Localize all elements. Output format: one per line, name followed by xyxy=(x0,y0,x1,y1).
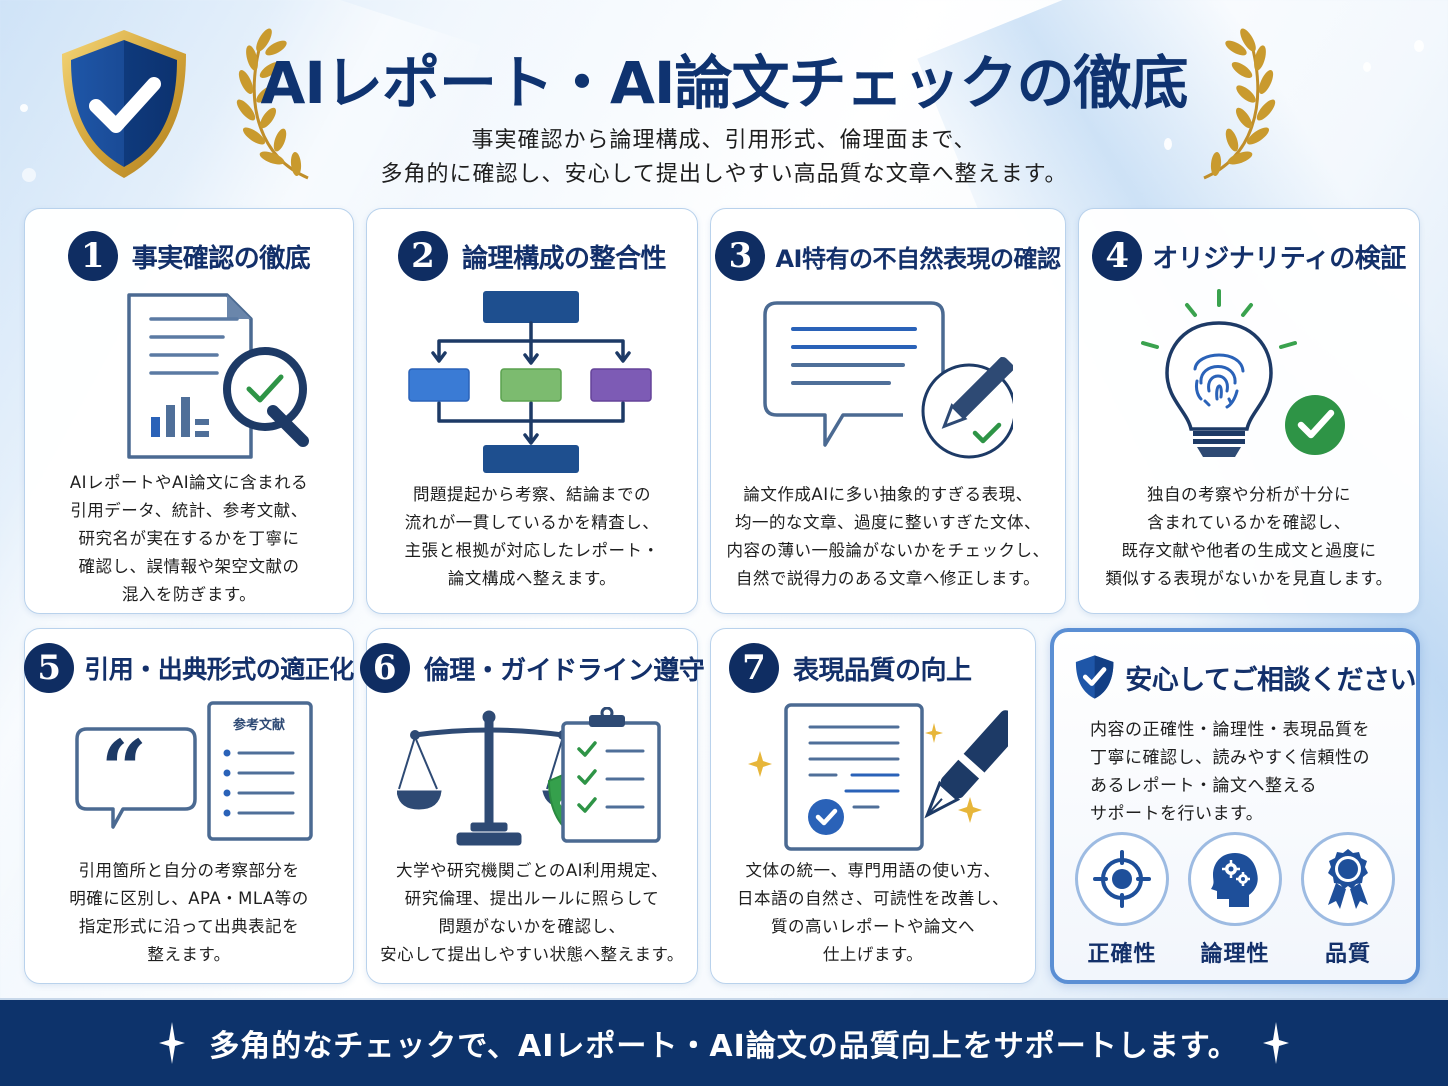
number-badge: 7 xyxy=(729,643,779,693)
card-illustration xyxy=(1079,287,1419,467)
card-title: 倫理・ガイドライン遵守 xyxy=(423,655,705,686)
card-header: 5 引用・出典形式の適正化 xyxy=(24,643,354,693)
card-illustration xyxy=(711,299,1065,459)
card-originality: 4 オリジナリティの検証 独自の考察や分析が十分に 含まれているか xyxy=(1078,208,1420,614)
card-title: 表現品質の向上 xyxy=(793,655,972,686)
background-sparkle-dot xyxy=(1363,62,1371,72)
scales-shield-clipboard-icon xyxy=(397,707,661,846)
number-badge: 2 xyxy=(397,231,448,281)
number-badge: 4 xyxy=(1092,231,1143,281)
feature-icon-circle xyxy=(1301,832,1395,926)
card-header: 1 事実確認の徹底 xyxy=(25,231,353,281)
flowchart-icon xyxy=(408,291,652,473)
card-title: 論理構成の整合性 xyxy=(461,243,667,274)
head-gears-icon xyxy=(1211,853,1258,907)
card-description: 独自の考察や分析が十分に 含まれているかを確認し、 既存文献や他者の生成文と過度… xyxy=(1105,485,1393,588)
number-badge: 3 xyxy=(715,231,766,281)
card-description: 問題提起から考察、結論までの 流れが一貫しているかを精査し、 主張と根拠が対応し… xyxy=(404,485,660,588)
speech-bubble-pencil-check-icon xyxy=(763,301,1013,459)
document-fountain-pen-icon xyxy=(748,703,1008,851)
quote-references-icon: “ 参考文献 xyxy=(75,701,313,841)
background-sparkle-dot xyxy=(1164,138,1172,150)
footer-banner: 多角的なチェックで、AIレポート・AI論文の品質向上をサポートします。 xyxy=(0,998,1448,1086)
feature-accuracy: 正確性 xyxy=(1068,832,1176,968)
card-illustration xyxy=(711,701,1035,853)
sparkle-icon xyxy=(1262,1022,1289,1064)
consult-panel: 安心してご相談ください 内容の正確性・論理性・表現品質を 丁寧に確認し、読みやす… xyxy=(1050,628,1420,984)
feature-icon-circle xyxy=(1188,832,1282,926)
number-badge: 6 xyxy=(359,643,410,693)
card-illustration xyxy=(367,289,697,475)
number-badge: 1 xyxy=(67,231,118,281)
card-description: 論文作成AIに多い抽象的すぎる表現、 均一的な文章、過度に整いすぎた文体、 内容… xyxy=(726,485,1050,588)
feature-icon-circle xyxy=(1075,832,1169,926)
number-badge: 5 xyxy=(24,643,75,693)
card-title: オリジナリティの検証 xyxy=(1152,243,1406,274)
card-ethics-guidelines: 6 倫理・ガイドライン遵守 xyxy=(359,628,705,984)
feature-logic: 論理性 xyxy=(1181,832,1289,968)
card-description: 大学や研究機関ごとのAI利用規定、 研究倫理、提出ルールに照らして 問題がないか… xyxy=(380,861,684,964)
header: AIレポート・AI論文チェックの徹底 事実確認から論理構成、引用形式、倫理面まで… xyxy=(0,0,1448,200)
subtitle-line: 事実確認から論理構成、引用形式、倫理面まで、 xyxy=(471,128,977,153)
award-ribbon-icon xyxy=(1328,849,1368,909)
background-sparkle-dot xyxy=(20,104,28,112)
consult-header: 安心してご相談ください xyxy=(1054,652,1416,702)
background-sparkle-dot xyxy=(1414,40,1424,52)
card-header: 6 倫理・ガイドライン遵守 xyxy=(359,643,705,693)
consult-description: 内容の正確性・論理性・表現品質を 丁寧に確認し、読みやすく信頼性の あるレポート… xyxy=(1090,720,1370,824)
card-illustration xyxy=(25,291,353,463)
subtitle-line: 多角的に確認し、安心して提出しやすい高品質な文章へ整えます。 xyxy=(380,162,1068,187)
card-ai-unnatural-expression: 3 AI特有の不自然表現の確認 論文作成AIに多い抽象的すぎる表現、 均一的な文… xyxy=(710,208,1066,614)
background-sparkle-dot xyxy=(22,168,36,182)
card-expression-quality: 7 表現品質の向上 xyxy=(710,628,1036,984)
card-title: 引用・出典形式の適正化 xyxy=(84,655,354,684)
card-title: AI特有の不自然表現の確認 xyxy=(775,244,1061,273)
card-header: 2 論理構成の整合性 xyxy=(367,231,697,281)
feature-label: 正確性 xyxy=(1087,942,1157,967)
card-citation-format: 5 引用・出典形式の適正化 “ 参考文献 引用箇所と自分の考察部分を 明確に区別… xyxy=(24,628,354,984)
lightbulb-fingerprint-check-icon xyxy=(1141,289,1345,457)
svg-text:“: “ xyxy=(101,722,147,816)
card-header: 3 AI特有の不自然表現の確認 xyxy=(711,231,1065,281)
feature-label: 品質 xyxy=(1324,942,1371,967)
card-logic-structure: 2 論理構成の整合性 問題提起から考察、結論までの 流れが一貫しているかを精査し… xyxy=(366,208,698,614)
card-description: 引用箇所と自分の考察部分を 明確に区別し、APA・MLA等の 指定形式に沿って出… xyxy=(69,861,309,964)
document-magnifier-check-icon xyxy=(127,293,309,459)
page-title: AIレポート・AI論文チェックの徹底 xyxy=(260,49,1189,117)
laurel-left-icon xyxy=(236,28,309,180)
shield-check-icon xyxy=(62,30,186,178)
shield-check-icon xyxy=(1075,655,1114,699)
card-illustration xyxy=(367,707,697,849)
card-header: 7 表現品質の向上 xyxy=(711,643,1035,693)
consult-title: 安心してご相談ください xyxy=(1125,664,1416,696)
footer-tagline: 多角的なチェックで、AIレポート・AI論文の品質向上をサポートします。 xyxy=(209,1029,1239,1064)
feature-quality: 品質 xyxy=(1294,832,1402,968)
card-header: 4 オリジナリティの検証 xyxy=(1079,231,1419,281)
card-title: 事実確認の徹底 xyxy=(131,243,311,274)
feature-label: 論理性 xyxy=(1200,942,1270,967)
feature-list: 正確性 論理性 xyxy=(1068,832,1402,968)
references-label: 参考文献 xyxy=(233,717,285,733)
target-icon xyxy=(1093,850,1151,908)
card-description: 文体の統一、専門用語の使い方、 日本語の自然さ、可読性を改善し、 質の高いレポー… xyxy=(737,861,1009,964)
sparkle-icon xyxy=(159,1022,186,1064)
card-description: AIレポートやAI論文に含まれる 引用データ、統計、参考文献、 研究名が実在する… xyxy=(69,473,309,604)
laurel-right-icon xyxy=(1203,28,1276,180)
card-fact-check: 1 事実確認の徹底 AIレポートやAI論文に含まれる 引用データ、統計、参考文献… xyxy=(24,208,354,614)
card-illustration: “ 参考文献 xyxy=(25,701,353,847)
